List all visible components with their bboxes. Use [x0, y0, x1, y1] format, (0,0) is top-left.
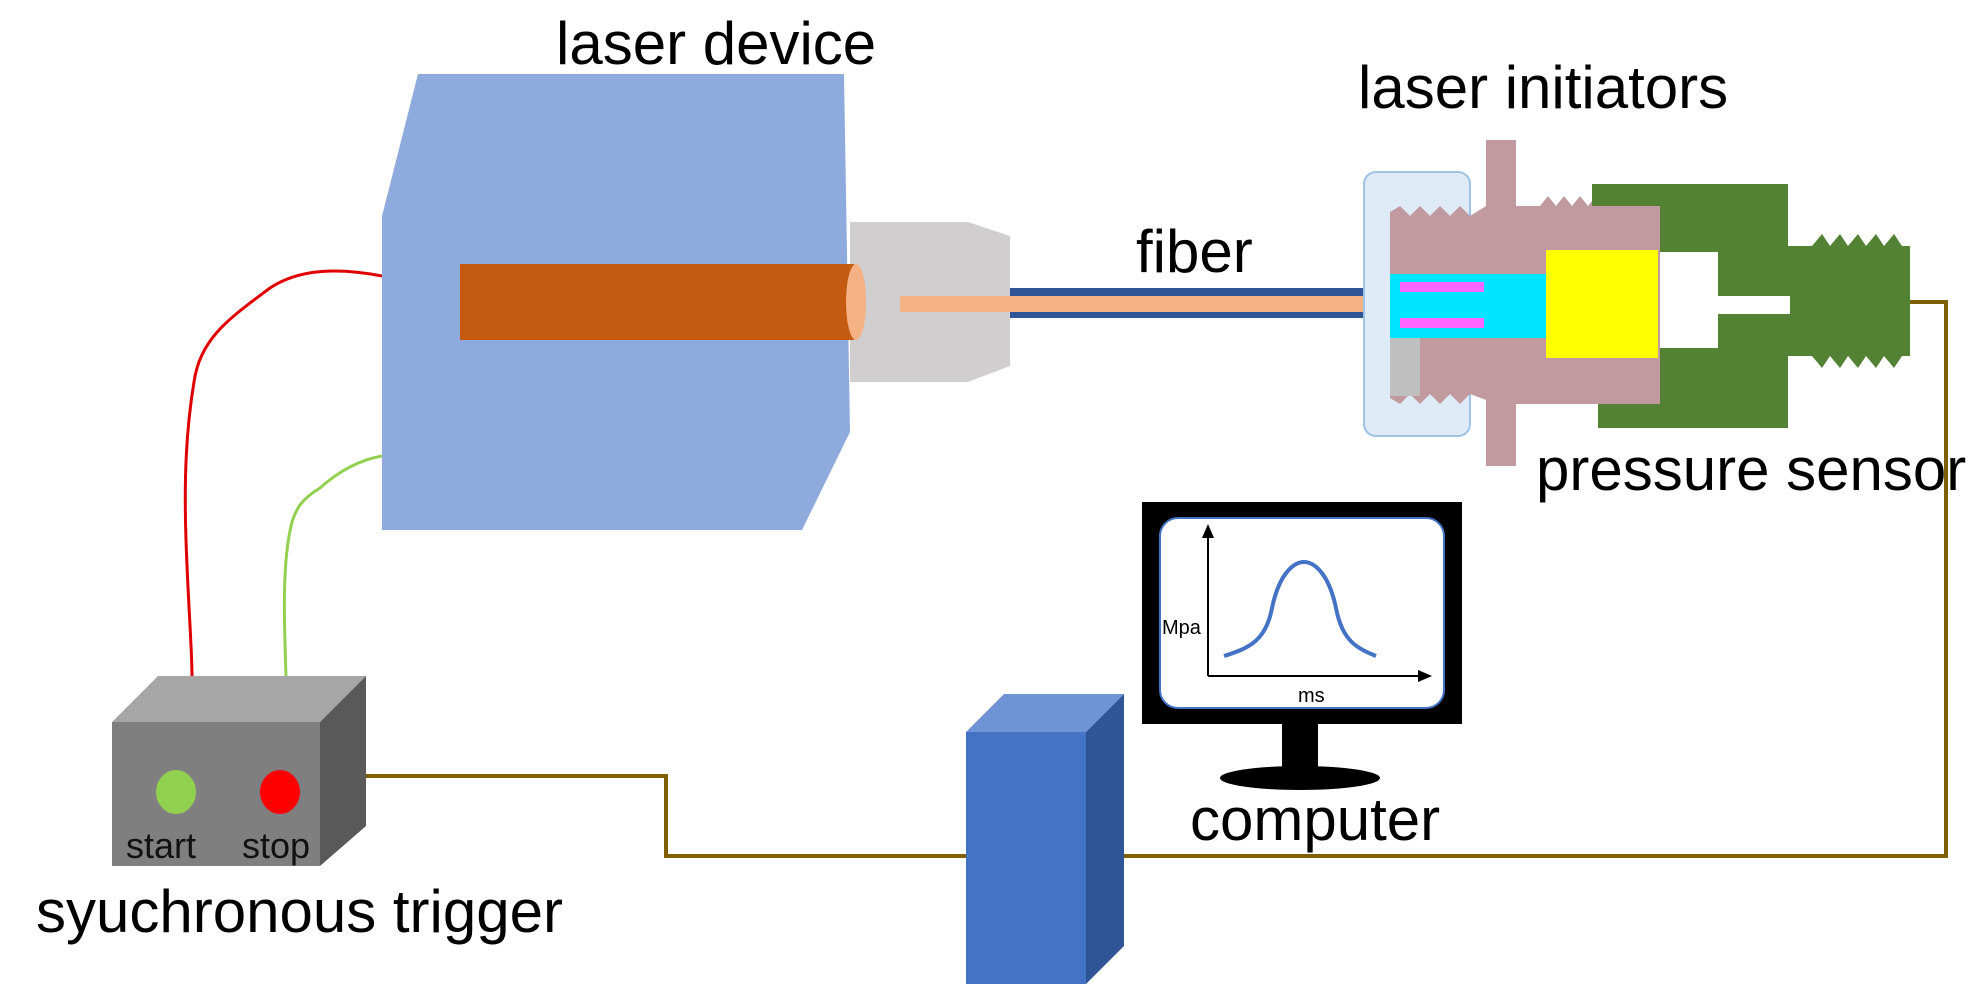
laser-initiators — [1363, 140, 1660, 466]
label-laser-initiators: laser initiators — [1358, 54, 1728, 121]
trigger-box-top — [112, 676, 366, 722]
computer-case-front — [966, 732, 1086, 984]
initiator-insert — [1390, 338, 1420, 396]
sensor-to-computer-wire — [1122, 300, 1948, 858]
plot-xlabel: ms — [1298, 685, 1325, 707]
label-computer: computer — [1190, 786, 1440, 853]
plot-ylabel: Mpa — [1162, 617, 1202, 639]
start-wire — [183, 269, 383, 677]
plot-x-arrow — [1418, 670, 1432, 682]
laser-beam-stub — [900, 296, 1010, 312]
trigger-to-computer-wire — [366, 774, 970, 858]
monitor-stand — [1220, 766, 1380, 790]
sychronous-trigger: start stop — [112, 676, 366, 866]
laser-rod-end — [846, 264, 866, 340]
start-label: start — [126, 825, 196, 866]
stop-label: stop — [242, 825, 310, 866]
initiator-pin-top — [1400, 282, 1484, 292]
pressure-sensor — [1546, 184, 1910, 428]
laser-device — [382, 74, 1010, 530]
plot-curve — [1223, 559, 1377, 658]
label-sychronous-trigger: syuchronous trigger — [36, 878, 563, 945]
trigger-box-side — [320, 676, 366, 866]
computer-case-top — [966, 694, 1124, 732]
monitor-screen — [1159, 517, 1445, 709]
monitor-neck — [1282, 724, 1318, 768]
stop-wire — [282, 454, 383, 677]
initiator-pin-bottom — [1400, 318, 1484, 328]
stop-button[interactable] — [260, 770, 300, 814]
computer: Mpa ms — [966, 502, 1462, 984]
label-laser-device: laser device — [556, 10, 876, 77]
start-button[interactable] — [156, 770, 196, 814]
sensor-channel — [1716, 296, 1790, 314]
charge — [1546, 250, 1658, 358]
computer-case-side — [1086, 694, 1124, 984]
label-pressure-sensor: pressure sensor — [1536, 436, 1966, 503]
laser-rod — [460, 264, 854, 340]
label-fiber: fiber — [1136, 218, 1253, 285]
sensor-cavity — [1660, 252, 1718, 348]
plot-y-arrow — [1202, 524, 1214, 538]
